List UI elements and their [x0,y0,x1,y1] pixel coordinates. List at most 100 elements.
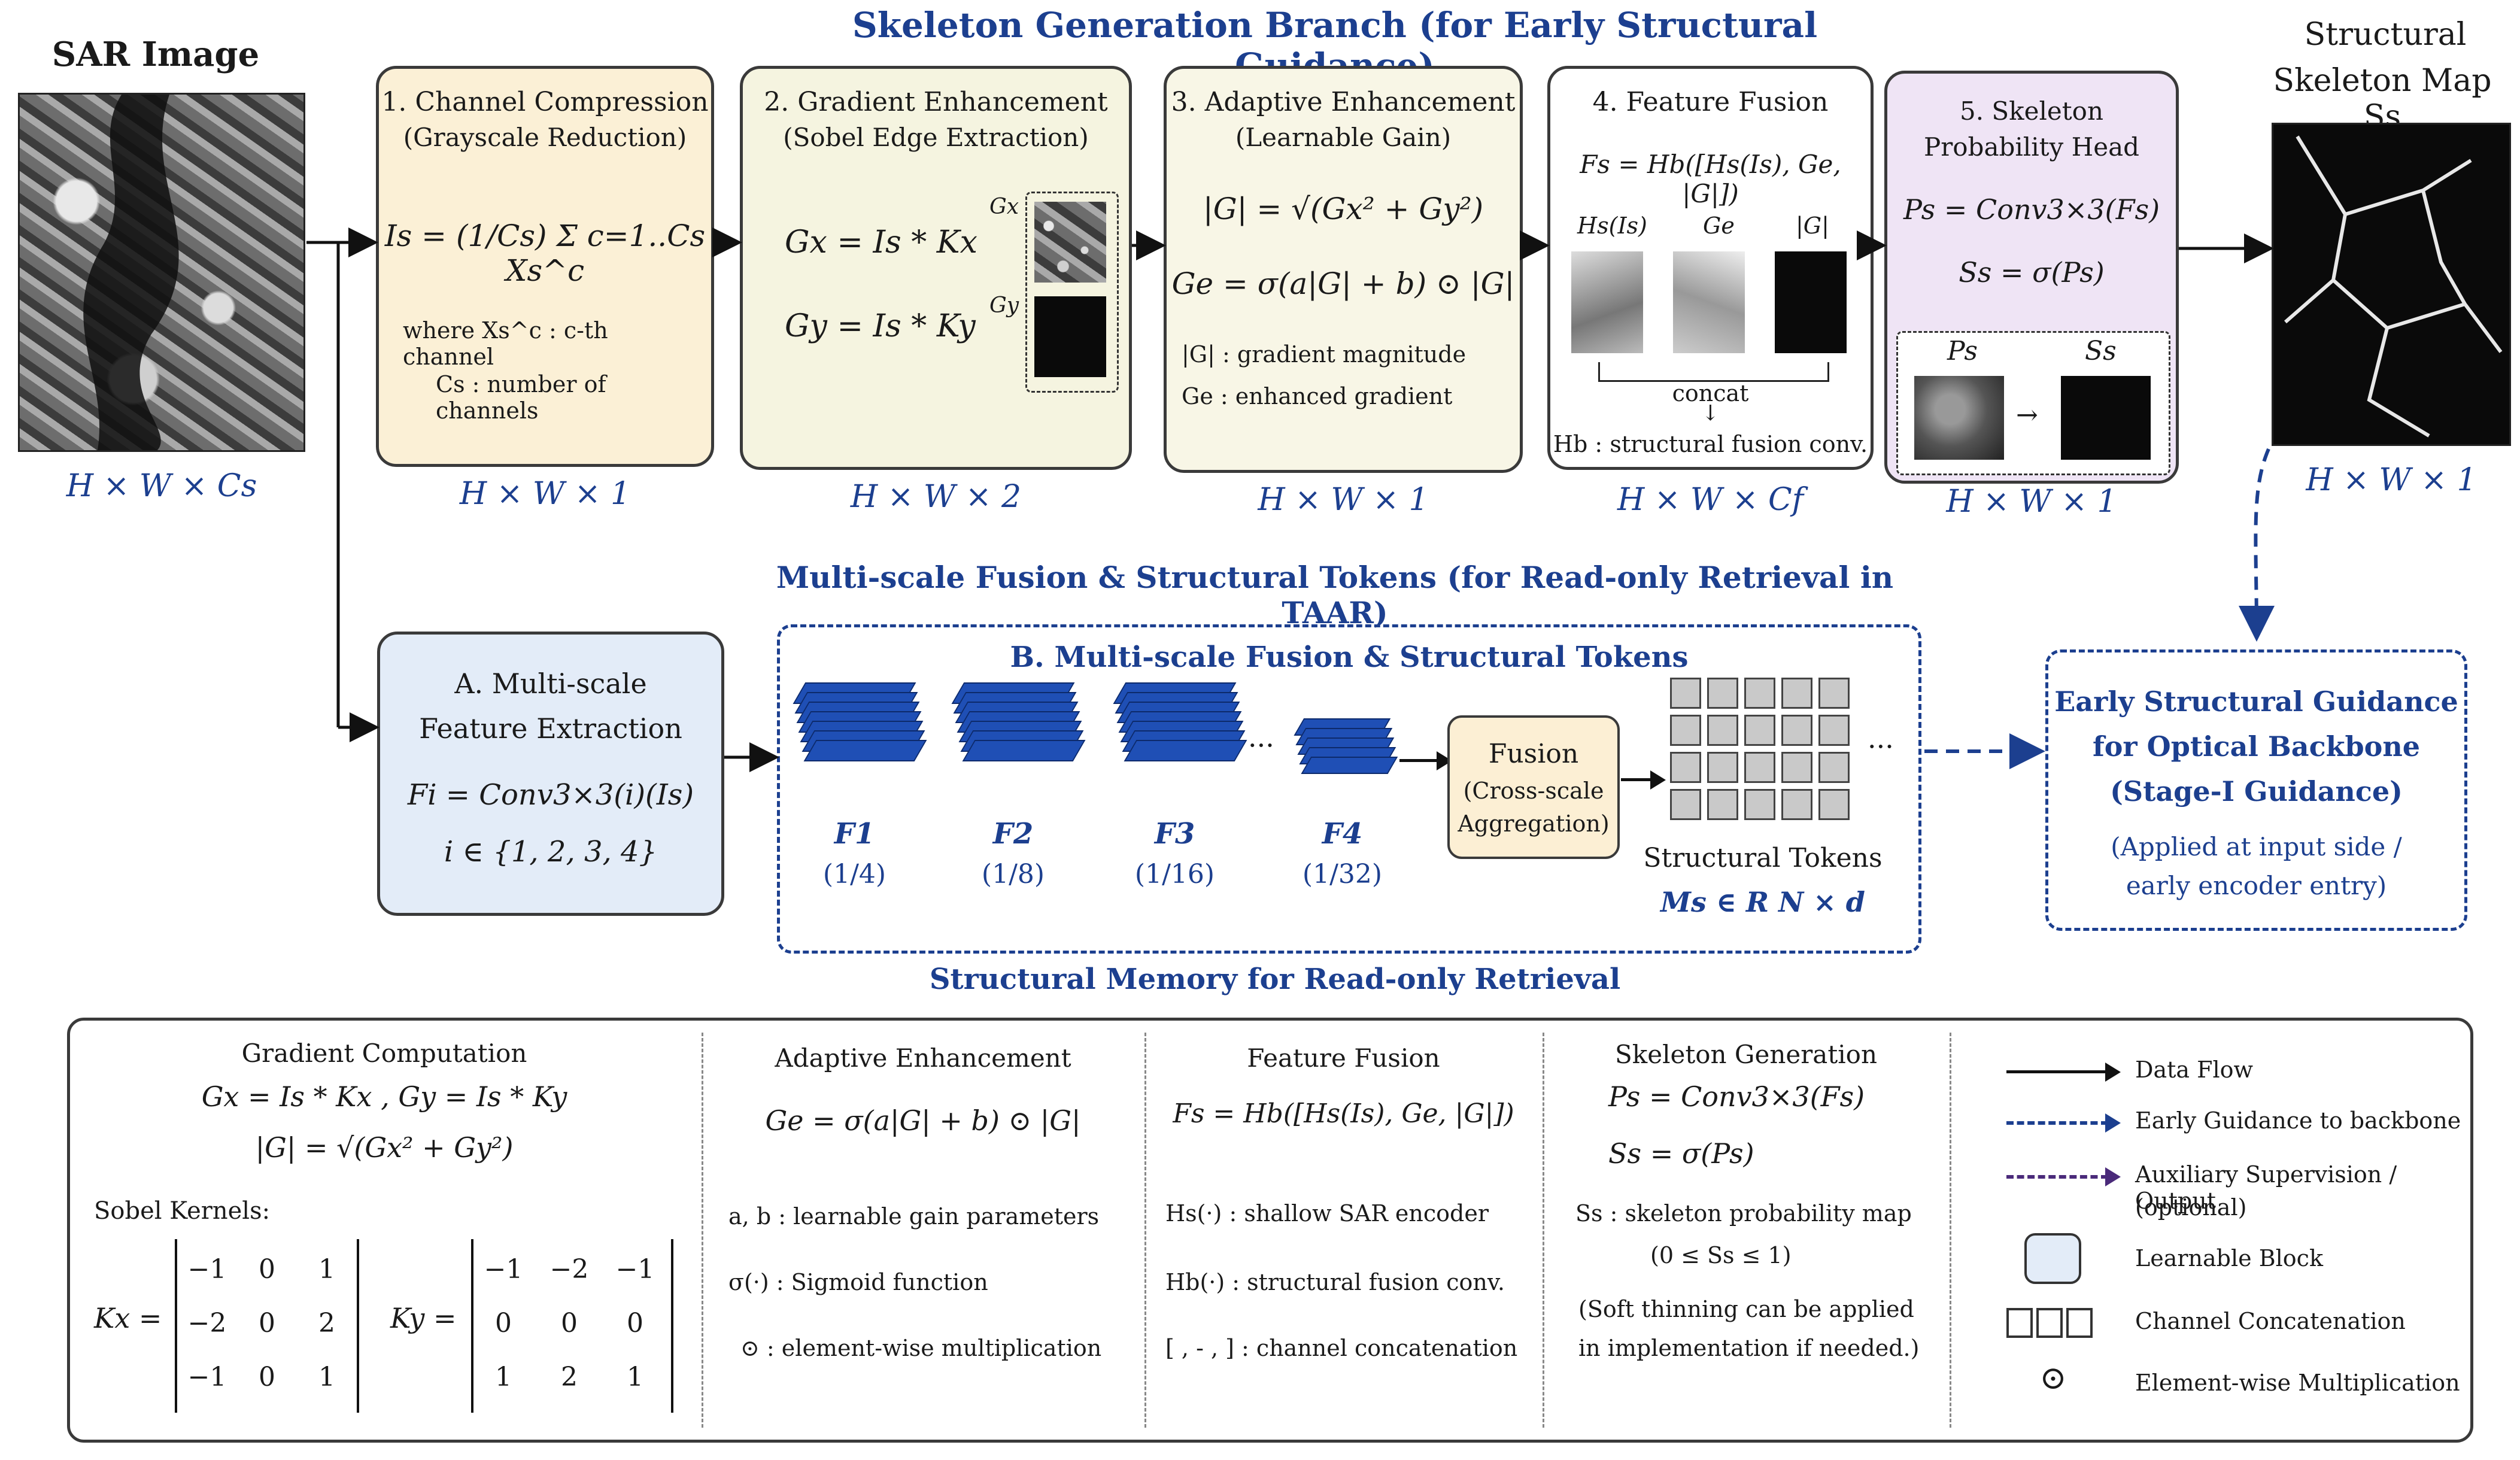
legend-learnable: Learnable Block [2135,1245,2323,1271]
fusion-n2: Hb(·) : structural fusion conv. [1165,1269,1505,1295]
blockA-line1: A. Multi-scale [454,667,647,700]
step2-thumb-gy-label: Gy [989,293,1019,318]
legend-concat: Channel Concatenation [2135,1308,2406,1334]
guidance-l1: Early Structural Guidance [2054,685,2458,718]
token-cell [1744,715,1775,746]
step2-subtitle: (Sobel Edge Extraction) [783,123,1089,152]
bottom-panel: Gradient Computation Gx = Is * Kx , Gy =… [67,1018,2473,1443]
legend-data-flow-arrow-icon [2006,1070,2108,1073]
flow-arrows [306,227,2275,772]
token-cell [1707,789,1738,820]
step4-arrow-down-icon: ↓ [1701,401,1720,426]
guidance-l5: early encoder entry) [2126,871,2387,900]
feature-stack-scale: (1/16) [1134,859,1215,890]
fusion-box: Fusion (Cross-scale Aggregation) [1447,715,1620,859]
step5-ps-label: Ps [1947,336,1978,366]
step1-dim: H × W × 1 [459,476,631,512]
matrix-cell: 1 [318,1362,335,1392]
step5-title-line2: Probability Head [1923,132,2140,162]
legend-aux2: (optional) [2135,1194,2247,1221]
fusion-line3: Aggregation) [1458,811,1610,837]
skeleton-map-image [2272,123,2511,446]
step3-dim: H × W × 1 [1258,482,1429,518]
feature-stack-name: F3 [1154,817,1195,851]
skel-n4: in implementation if needed.) [1578,1335,1920,1361]
step4-formula: Fs = Hb([Hs(Is), Ge, |G|]) [1580,150,1841,208]
step4-concat: concat [1672,380,1749,406]
step4-ge-image [1673,251,1745,353]
step5-arrow-icon: → [2016,400,2038,430]
step5-ss-label: Ss [2085,336,2117,366]
divider-1 [702,1033,703,1428]
fusion-to-tokens-arrowhead-icon [1650,770,1666,790]
fusion-title: Feature Fusion [1247,1043,1440,1073]
step2-gradient-enhancement: 2. Gradient Enhancement (Sobel Edge Extr… [740,66,1132,470]
token-cell [1670,752,1701,783]
adapt-n1: a, b : learnable gain parameters [728,1203,1100,1230]
legend-data-flow-head-icon [2105,1063,2121,1082]
guidance-l2: for Optical Backbone [2092,730,2421,763]
matrix-cell: −2 [549,1254,589,1285]
feature-stack-name: F4 [1322,817,1363,851]
matrix-cell: −1 [615,1254,655,1285]
structural-token-grid [1670,678,1850,820]
token-cell [1781,752,1812,783]
guidance-l3: (Stage-I Guidance) [2110,775,2403,808]
token-cell [1781,678,1812,709]
matrix-cell: 1 [495,1362,512,1392]
matrix-cell: 1 [627,1362,643,1392]
blockA-multiscale-extraction: A. Multi-scale Feature Extraction Fi = C… [377,632,724,916]
legend-mult: Element-wise Multiplication [2135,1370,2460,1396]
matrix-cell: 0 [259,1308,275,1338]
skel-n1: Ss : skeleton probability map [1575,1200,1912,1227]
feature-stack-name: F1 [834,817,875,851]
step3-subtitle: (Learnable Gain) [1235,123,1452,152]
step4-t3: |G| [1796,213,1829,239]
step4-note: Hb : structural fusion conv. [1553,431,1868,457]
feature-stack-scale: (1/8) [981,859,1045,890]
step2-thumb-gx-label: Gx [989,195,1019,219]
matrix-cell: 1 [318,1254,335,1285]
legend-learnable-swatch-icon [2024,1233,2081,1284]
fusion-n3: [ , - , ] : channel concatenation [1165,1335,1518,1361]
step1-title: 1. Channel Compression [381,87,709,117]
matrix-cell: −1 [187,1362,227,1392]
step4-t1: Hs(Is) [1577,213,1647,239]
memory-caption: Structural Memory for Read-only Retrieva… [929,963,1621,996]
token-cell [1781,789,1812,820]
matrix-cell: −2 [187,1308,227,1338]
token-cell [1818,789,1850,820]
matrix-cell: 0 [561,1308,578,1338]
output-dim: H × W × 1 [2306,462,2477,498]
step2-gy: Gy = Is * Ky [785,308,976,344]
ky-label: Ky = [390,1302,457,1334]
token-cell [1707,752,1738,783]
guidance-box: Early Structural Guidance for Optical Ba… [2045,649,2467,931]
step4-concat-bracket [1598,362,1829,382]
sobel-label: Sobel Kernels: [94,1197,271,1225]
step1-note2: Cs : number of channels [436,371,606,424]
skel-f2: Ss = σ(Ps) [1608,1137,1754,1170]
legend-odot-icon: ⊙ [2039,1359,2067,1397]
token-cell [1670,715,1701,746]
skel-title: Skeleton Generation [1614,1040,1877,1069]
sar-image [18,93,305,452]
legend-aux-arrow-icon [2006,1175,2108,1179]
token-cell [1744,678,1775,709]
divider-3 [1543,1033,1544,1428]
step5-ss-image [2061,376,2151,460]
output-label-line1: Structural [2304,17,2467,53]
adapt-f: Ge = σ(a|G| + b) ⊙ |G| [765,1104,1081,1137]
legend-concat-icon [2006,1308,2093,1338]
feature-stack-name: F2 [992,817,1034,851]
step5-f1: Ps = Conv3×3(Fs) [1903,193,2160,226]
step2-title: 2. Gradient Enhancement [764,87,1108,117]
blockA-f1: Fi = Conv3×3(i)(Is) [407,778,694,812]
step1-note1: where Xs^c : c-th channel [403,317,608,370]
step4-feature-fusion: 4. Feature Fusion Fs = Hb([Hs(Is), Ge, |… [1547,66,1874,470]
feature-stack-scale: (1/4) [822,859,886,890]
token-cell [1670,678,1701,709]
divider-2 [1144,1033,1146,1428]
